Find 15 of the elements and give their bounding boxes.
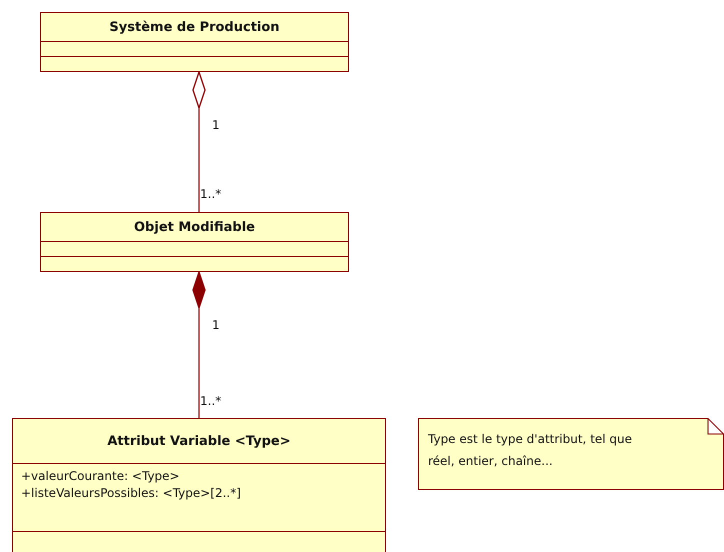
- note-text: Type est le type d'attribut, tel que réel, entier, chaîne...: [428, 431, 634, 470]
- composition-connector: [192, 271, 206, 418]
- class-name: Objet Modifiable: [134, 220, 255, 234]
- multiplicity-label: 1..*: [200, 187, 222, 201]
- class-box: [40, 212, 349, 272]
- aggregation-connector: [192, 71, 206, 212]
- multiplicity-label: 1: [212, 118, 220, 132]
- class-box: [12, 418, 386, 552]
- multiplicity-label: 1: [212, 318, 220, 332]
- class-name: Système de Production: [109, 20, 280, 34]
- class-name: Attribut Variable <Type>: [107, 434, 291, 448]
- attribute-text: +listeValeursPossibles: <Type>[2..*]: [21, 485, 241, 502]
- class-box: [40, 12, 349, 72]
- multiplicity-label: 1..*: [200, 394, 222, 408]
- attribute-text: +valeurCourante: <Type>: [21, 468, 180, 485]
